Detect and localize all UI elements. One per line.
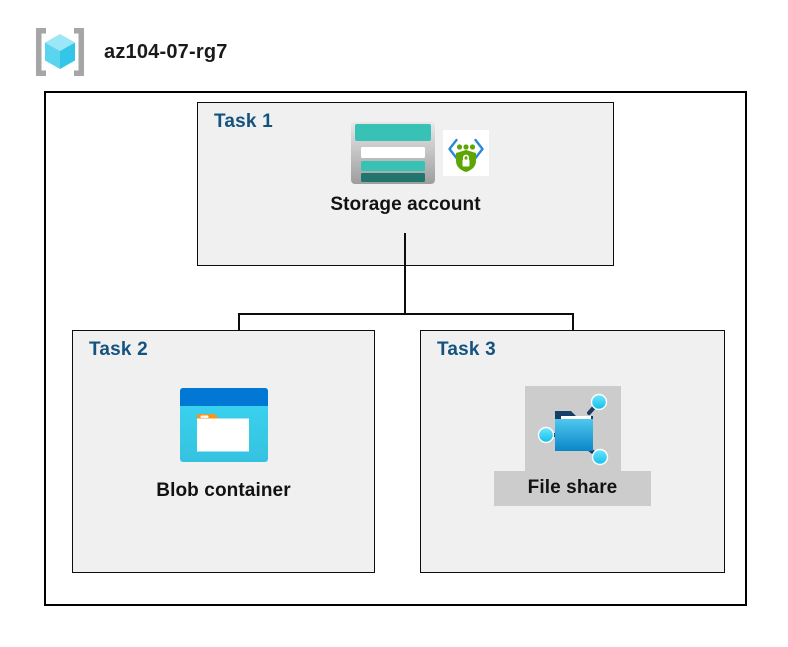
- file-share-caption: File share: [527, 477, 618, 498]
- blob-container-caption: Blob container: [156, 480, 291, 501]
- resource-group-header: az104-07-rg7: [30, 24, 228, 80]
- storage-account-icon: [350, 122, 435, 184]
- resource-group-icon: [36, 28, 84, 76]
- private-link-icon: [442, 130, 489, 176]
- storage-icon-row: [349, 120, 489, 186]
- task-3-label: Task 3: [437, 339, 496, 360]
- storage-account-caption: Storage account: [330, 194, 481, 215]
- connector-horizontal-bus: [238, 313, 574, 315]
- task-3-panel: Task 3: [420, 330, 725, 573]
- node-file-share[interactable]: File share: [420, 386, 725, 506]
- file-share-caption-highlight: File share: [493, 471, 652, 506]
- node-storage-account[interactable]: Storage account: [197, 120, 614, 216]
- resource-group-title: az104-07-rg7: [104, 40, 228, 63]
- blob-container-icon: [179, 388, 268, 462]
- task-1-label: Task 1: [214, 111, 273, 132]
- connector-storage-trunk: [404, 233, 406, 315]
- task-2-label: Task 2: [89, 339, 148, 360]
- file-share-icon: [537, 393, 608, 466]
- file-share-icon-highlight: [524, 386, 621, 471]
- node-blob-container[interactable]: Blob container: [72, 386, 375, 502]
